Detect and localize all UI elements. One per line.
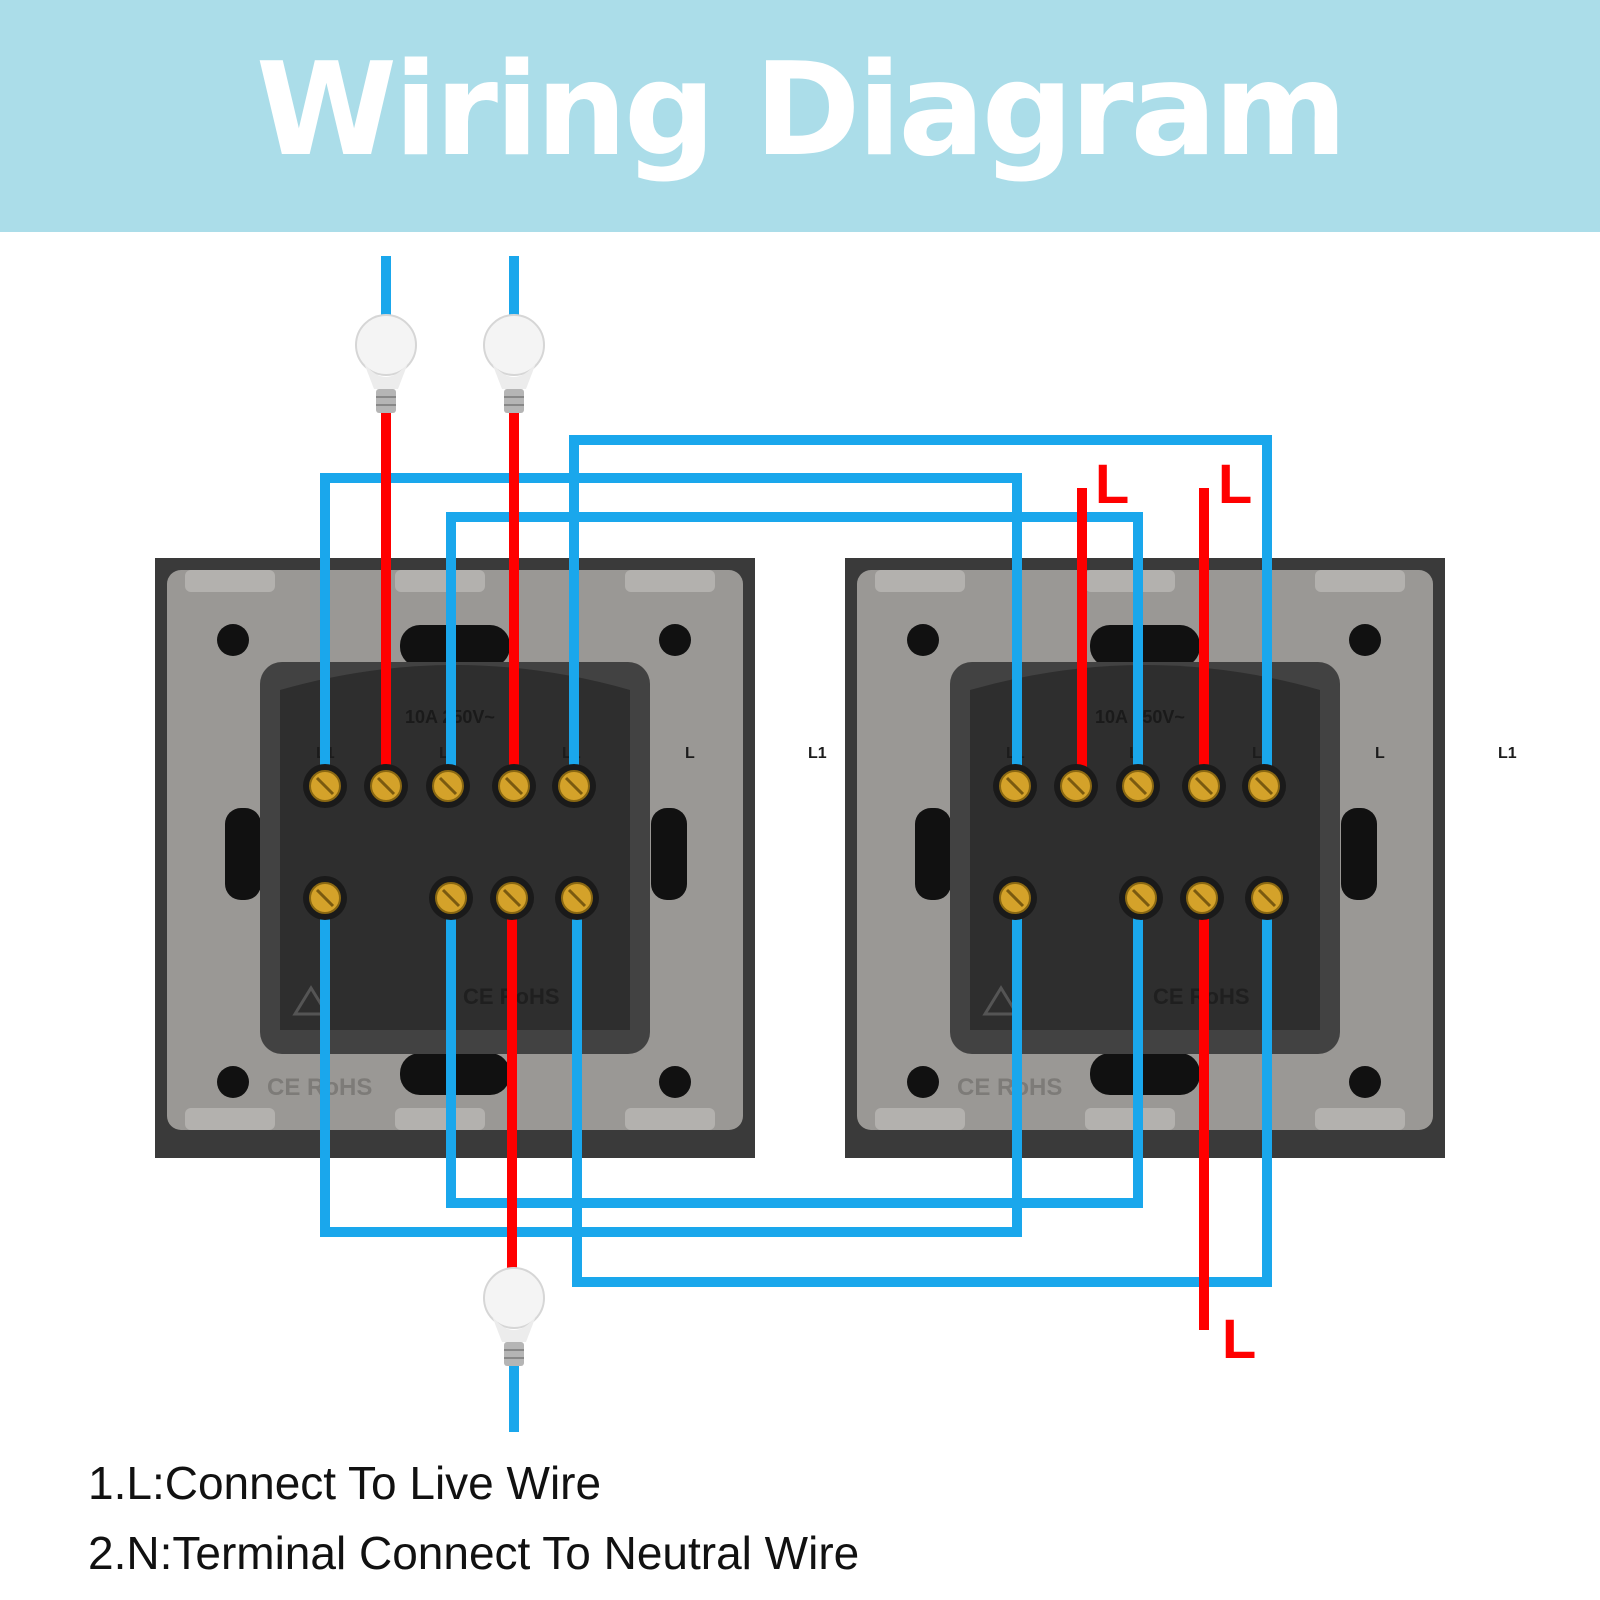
screw-hole (659, 624, 691, 656)
terminal-label: L (1375, 745, 1385, 762)
live-label: L (1095, 452, 1129, 515)
traveller-wire-2 (446, 512, 1143, 788)
screw-slot (1254, 776, 1274, 796)
screw-slot (564, 776, 584, 796)
bulb-base (504, 389, 524, 413)
light-bulb-2 (483, 314, 545, 413)
screw-slot (1131, 888, 1151, 908)
screw-hole (907, 1066, 939, 1098)
page-title: Wiring Diagram (255, 36, 1347, 185)
switch-panel-right (845, 558, 1445, 1158)
slot-hole (651, 808, 687, 900)
bulb-neck (364, 363, 408, 389)
terminal-label: L1 (1498, 745, 1517, 762)
bulb-neck (492, 1316, 536, 1342)
screw-hole (907, 624, 939, 656)
slot-hole (1341, 808, 1377, 900)
screw-slot (567, 888, 587, 908)
screw-slot (1066, 776, 1086, 796)
mount-clip (1315, 570, 1405, 592)
traveller-wire-3 (569, 435, 1272, 788)
switch-body (280, 665, 630, 1030)
mount-clip (395, 570, 485, 592)
light-bulb-3 (483, 1267, 545, 1366)
screw-hole (217, 1066, 249, 1098)
mount-clip (625, 1108, 715, 1130)
traveller-wire-5 (446, 890, 1143, 1208)
recycle-icon (292, 985, 330, 1016)
cert-mark: CE RoHS (267, 1074, 372, 1101)
mount-clip (1085, 1108, 1175, 1130)
screw-slot (438, 776, 458, 796)
bulb-base (504, 1342, 524, 1366)
slot-hole (915, 808, 951, 900)
screw-slot (1257, 888, 1277, 908)
screw-hole (217, 624, 249, 656)
switch-body (970, 665, 1320, 1030)
bulb-glass (483, 314, 545, 376)
screw-slot (315, 776, 335, 796)
screw-slot (502, 888, 522, 908)
terminal-label: L (439, 745, 449, 762)
bulb-base (376, 389, 396, 413)
screw-hole (1349, 624, 1381, 656)
screw-slot (1192, 888, 1212, 908)
screw-slot (1128, 776, 1148, 796)
screw-slot (1005, 776, 1025, 796)
traveller-wire-1 (320, 473, 1022, 788)
traveller-wire-4 (320, 890, 1022, 1237)
cert-mark: CE RoHS (957, 1074, 1062, 1101)
note-neutral: 2.N:Terminal Connect To Neutral Wire (88, 1527, 860, 1579)
slot-hole (1090, 625, 1200, 667)
mount-clip (625, 570, 715, 592)
notes: 1.L:Connect To Live Wire 2.N:Terminal Co… (88, 1448, 859, 1588)
mount-clip (875, 1108, 965, 1130)
mount-clip (185, 1108, 275, 1130)
title-banner: Wiring Diagram (0, 0, 1600, 232)
screw-slot (441, 888, 461, 908)
screw-slot (1005, 888, 1025, 908)
screw-slot (504, 776, 524, 796)
switch-panel-left (155, 558, 755, 1158)
live-label: L (1222, 1307, 1256, 1370)
screw-hole (1349, 1066, 1381, 1098)
screw-hole (659, 1066, 691, 1098)
screw-slot (376, 776, 396, 796)
recycle-icon (982, 985, 1020, 1016)
slot-hole (1090, 1053, 1200, 1095)
mount-clip (1085, 570, 1175, 592)
terminal-label: L1 (808, 745, 827, 762)
mount-clip (1315, 1108, 1405, 1130)
mount-clip (395, 1108, 485, 1130)
mount-clip (185, 570, 275, 592)
light-bulb-1 (355, 314, 417, 413)
slot-hole (225, 808, 261, 900)
screw-slot (315, 888, 335, 908)
note-live: 1.L:Connect To Live Wire (88, 1457, 602, 1509)
terminal-label: L (685, 745, 695, 762)
traveller-wire-6 (572, 890, 1272, 1287)
mount-clip (875, 570, 965, 592)
bulb-glass (483, 1267, 545, 1329)
screw-slot (1194, 776, 1214, 796)
bulb-neck (492, 363, 536, 389)
live-label: L (1218, 452, 1252, 515)
bulb-glass (355, 314, 417, 376)
